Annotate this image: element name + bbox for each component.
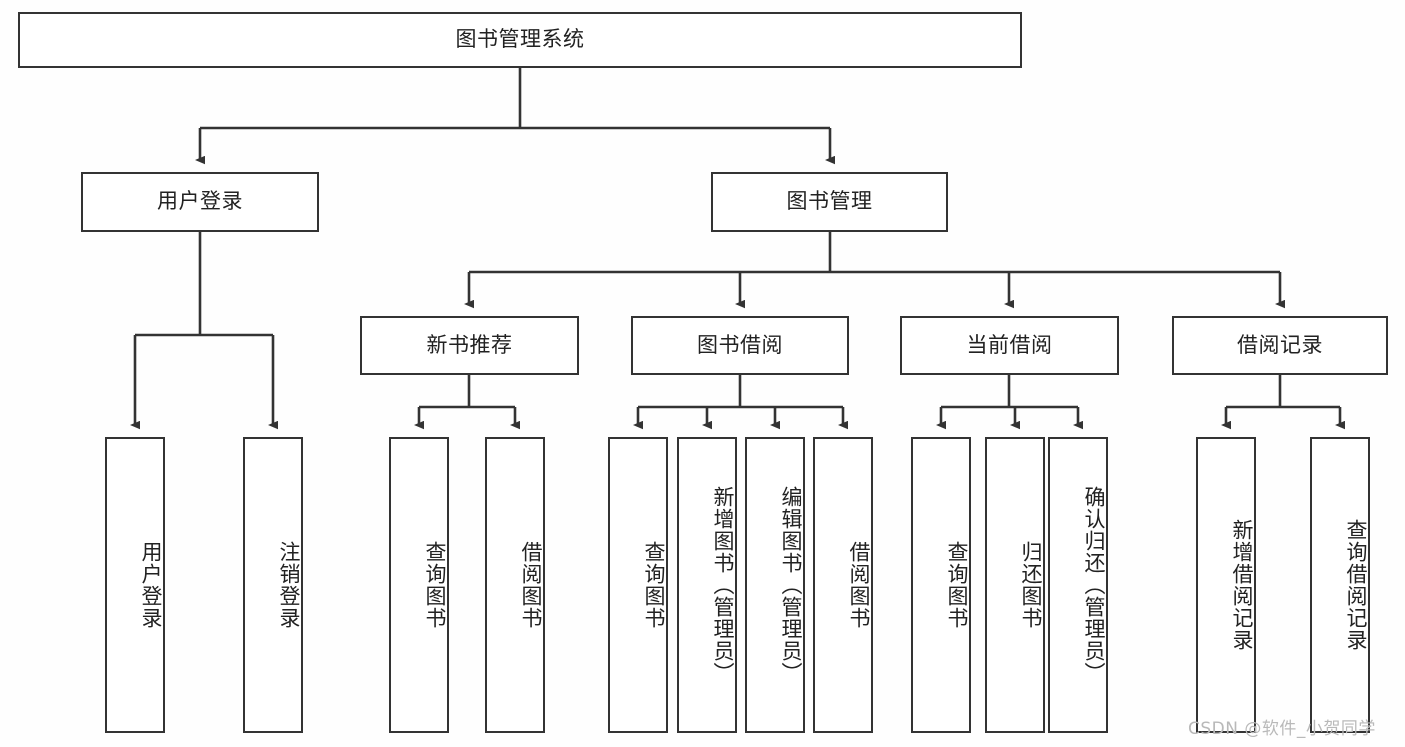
node-leaf-query-book-3-label: 查询图书 <box>945 541 969 629</box>
node-new-book-rec-label: 新书推荐 <box>426 332 513 357</box>
node-leaf-edit-book-label: 编辑图书（管理员） <box>779 486 803 684</box>
node-new-book-rec[interactable]: 新书推荐 <box>360 316 579 375</box>
node-book-manage-label: 图书管理 <box>786 189 873 214</box>
node-leaf-confirm-return[interactable]: 确认归还（管理员） <box>1048 437 1108 733</box>
node-leaf-edit-book[interactable]: 编辑图书（管理员） <box>745 437 805 733</box>
node-root[interactable]: 图书管理系统 <box>18 12 1022 68</box>
node-current-borrow[interactable]: 当前借阅 <box>900 316 1119 375</box>
node-leaf-add-book[interactable]: 新增图书（管理员） <box>677 437 737 733</box>
node-current-borrow-label: 当前借阅 <box>966 332 1053 357</box>
node-leaf-logout-label: 注销登录 <box>277 541 301 629</box>
node-leaf-add-record[interactable]: 新增借阅记录 <box>1196 437 1256 733</box>
node-book-borrow-label: 图书借阅 <box>697 332 783 357</box>
node-root-label: 图书管理系统 <box>455 27 585 52</box>
node-user-login-label: 用户登录 <box>157 189 243 214</box>
node-leaf-query-book-2[interactable]: 查询图书 <box>608 437 668 733</box>
node-leaf-query-record-label: 查询借阅记录 <box>1344 519 1368 651</box>
node-leaf-add-book-label: 新增图书（管理员） <box>711 486 735 684</box>
node-leaf-logout[interactable]: 注销登录 <box>243 437 303 733</box>
node-leaf-user-login[interactable]: 用户登录 <box>105 437 165 733</box>
node-leaf-query-record[interactable]: 查询借阅记录 <box>1310 437 1370 733</box>
node-leaf-borrow-book-2-label: 借阅图书 <box>847 541 871 629</box>
node-leaf-query-book-1[interactable]: 查询图书 <box>389 437 449 733</box>
node-leaf-user-login-label: 用户登录 <box>139 541 163 629</box>
node-leaf-borrow-book-1-label: 借阅图书 <box>519 541 543 629</box>
node-leaf-return-book-label: 归还图书 <box>1019 541 1043 629</box>
node-book-borrow[interactable]: 图书借阅 <box>631 316 849 375</box>
node-leaf-confirm-return-label: 确认归还（管理员） <box>1082 486 1106 684</box>
node-leaf-query-book-2-label: 查询图书 <box>642 541 666 629</box>
node-leaf-return-book[interactable]: 归还图书 <box>985 437 1045 733</box>
node-borrow-record-label: 借阅记录 <box>1237 332 1323 357</box>
node-leaf-borrow-book-2[interactable]: 借阅图书 <box>813 437 873 733</box>
csdn-watermark: CSDN @软件_小贺同学 <box>1188 719 1376 739</box>
node-leaf-query-book-1-label: 查询图书 <box>423 541 447 629</box>
node-leaf-borrow-book-1[interactable]: 借阅图书 <box>485 437 545 733</box>
node-leaf-query-book-3[interactable]: 查询图书 <box>911 437 971 733</box>
node-book-manage[interactable]: 图书管理 <box>711 172 948 232</box>
node-borrow-record[interactable]: 借阅记录 <box>1172 316 1388 375</box>
node-user-login[interactable]: 用户登录 <box>81 172 319 232</box>
node-leaf-add-record-label: 新增借阅记录 <box>1230 519 1254 651</box>
